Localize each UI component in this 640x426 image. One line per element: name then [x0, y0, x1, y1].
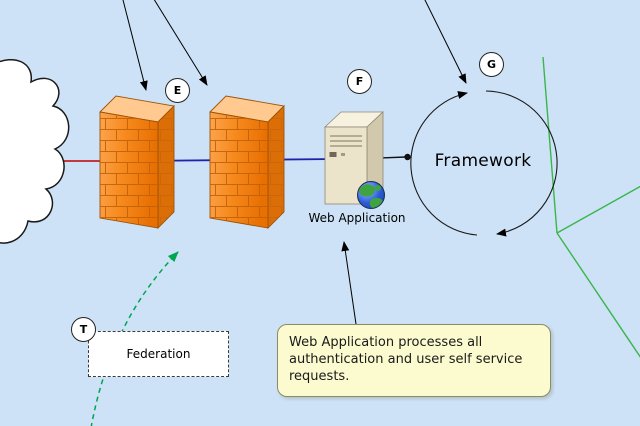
arrow-to-firewall-inner [153, 0, 208, 86]
cycle-arc-left [410, 91, 478, 236]
cycle-arc-right [485, 90, 558, 237]
framework-label: Framework [434, 151, 532, 171]
federation-box[interactable]: Federation [88, 331, 229, 377]
green-connector-2 [556, 185, 640, 234]
globe-icon [357, 181, 385, 209]
connector-server-framework [379, 156, 407, 159]
green-connector-3 [556, 232, 640, 358]
federation-label: Federation [126, 347, 191, 361]
badge-f[interactable]: F [347, 69, 372, 94]
callout-pointer-arrow [341, 241, 357, 325]
badge-t[interactable]: T [71, 317, 96, 342]
cloud-icon[interactable] [0, 59, 70, 244]
badge-e[interactable]: E [165, 78, 190, 103]
badge-g[interactable]: G [479, 52, 504, 77]
arrow-to-firewall-outer [122, 0, 148, 91]
server-vents [330, 135, 362, 147]
callout-text: Web Application processes all authentica… [289, 335, 523, 384]
firewall-icon[interactable] [209, 95, 285, 229]
cycle-arrows-icon[interactable] [410, 90, 558, 237]
callout-box[interactable]: Web Application processes all authentica… [277, 324, 551, 397]
firewall-icon[interactable] [99, 95, 175, 229]
web-application-label: Web Application [308, 211, 406, 225]
server-button [329, 152, 337, 157]
green-connector-1 [542, 56, 558, 234]
connection-dot [404, 153, 411, 161]
arrow-to-framework [424, 0, 467, 84]
server-led [341, 153, 345, 156]
